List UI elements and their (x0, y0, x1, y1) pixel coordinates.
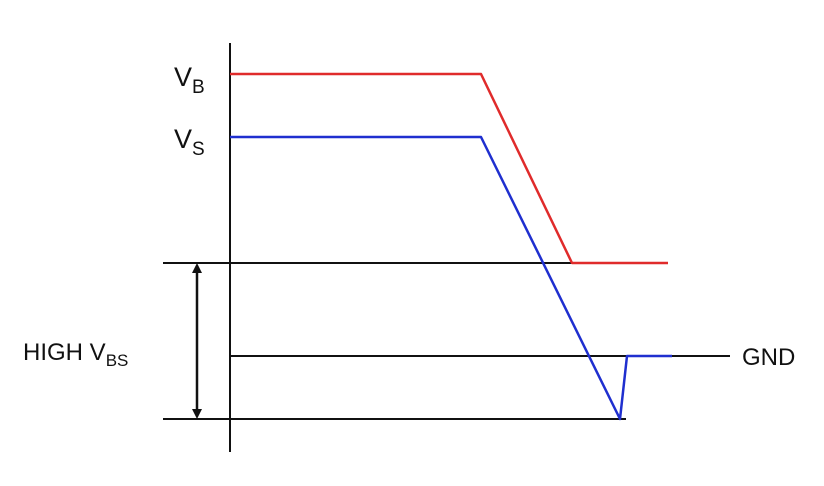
vs-trace (230, 135, 672, 421)
high-vbs-label-main: HIGH V (23, 339, 106, 366)
vb-label-main: V (174, 62, 192, 92)
high-vbs-label-subscript: BS (106, 351, 129, 370)
vs-label: VS (174, 124, 205, 160)
gnd-label: GND (742, 344, 795, 371)
vs-label-main: V (174, 124, 192, 154)
vb-trace (230, 72, 668, 265)
vb-label: VB (174, 62, 205, 98)
vb-label-subscript: B (192, 77, 205, 98)
vs-label-subscript: S (192, 139, 205, 160)
high-vbs-label: HIGH VBS (23, 339, 128, 370)
